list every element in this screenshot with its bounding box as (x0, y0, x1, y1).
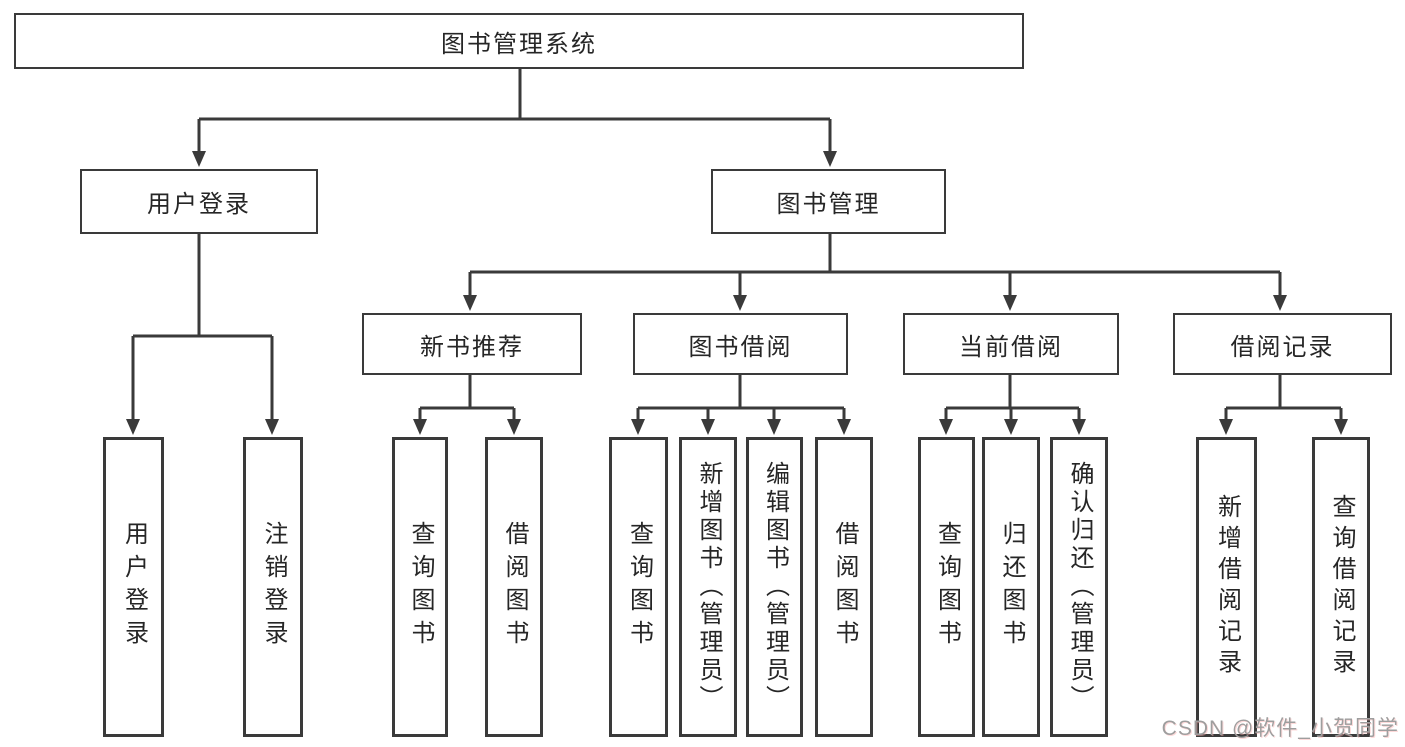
node-book-borrowing: 图书借阅 (633, 313, 848, 375)
node-leaf-query-borrow-record: 查询借阅记录 (1312, 437, 1370, 737)
node-leaf-user-login: 用户登录 (103, 437, 164, 737)
leaf-label: 用户登录 (120, 521, 148, 653)
node-book-management: 图书管理 (711, 169, 946, 234)
node-leaf-edit-books-admin: 编辑图书（管理员） (746, 437, 803, 737)
leaf-label: 编辑图书（管理员） (761, 461, 789, 713)
node-leaf-query-books-1: 查询图书 (392, 437, 448, 737)
node-new-book-recommend: 新书推荐 (362, 313, 582, 375)
node-root-system: 图书管理系统 (14, 13, 1024, 69)
node-borrowing-records: 借阅记录 (1173, 313, 1392, 375)
leaf-label: 借阅图书 (501, 521, 528, 653)
leaf-label: 新增借阅记录 (1213, 494, 1241, 680)
node-leaf-borrow-books-1: 借阅图书 (485, 437, 543, 737)
leaf-label: 查询图书 (407, 521, 434, 653)
leaf-label: 新增图书（管理员） (695, 461, 722, 713)
node-current-borrowing: 当前借阅 (903, 313, 1119, 375)
node-leaf-borrow-books-2: 借阅图书 (815, 437, 873, 737)
leaf-label: 查询图书 (625, 521, 653, 653)
tree-edges (131, 69, 1343, 421)
leaf-label: 查询图书 (933, 521, 961, 653)
leaf-label: 注销登录 (260, 521, 287, 653)
node-leaf-logout: 注销登录 (243, 437, 303, 737)
node-leaf-add-borrow-record: 新增借阅记录 (1196, 437, 1257, 737)
leaf-label: 查询借阅记录 (1328, 494, 1355, 680)
node-leaf-query-books-2: 查询图书 (609, 437, 668, 737)
node-leaf-query-books-3: 查询图书 (918, 437, 975, 737)
node-leaf-confirm-return-admin: 确认归还（管理员） (1050, 437, 1108, 737)
leaf-label: 归还图书 (998, 521, 1025, 653)
leaf-label: 确认归还（管理员） (1066, 461, 1093, 713)
csdn-watermark: CSDN @软件_小贺同学 (1161, 717, 1399, 740)
node-user-login: 用户登录 (80, 169, 318, 234)
node-leaf-add-books-admin: 新增图书（管理员） (679, 437, 737, 737)
node-leaf-return-books: 归还图书 (982, 437, 1040, 737)
leaf-label: 借阅图书 (831, 521, 858, 653)
